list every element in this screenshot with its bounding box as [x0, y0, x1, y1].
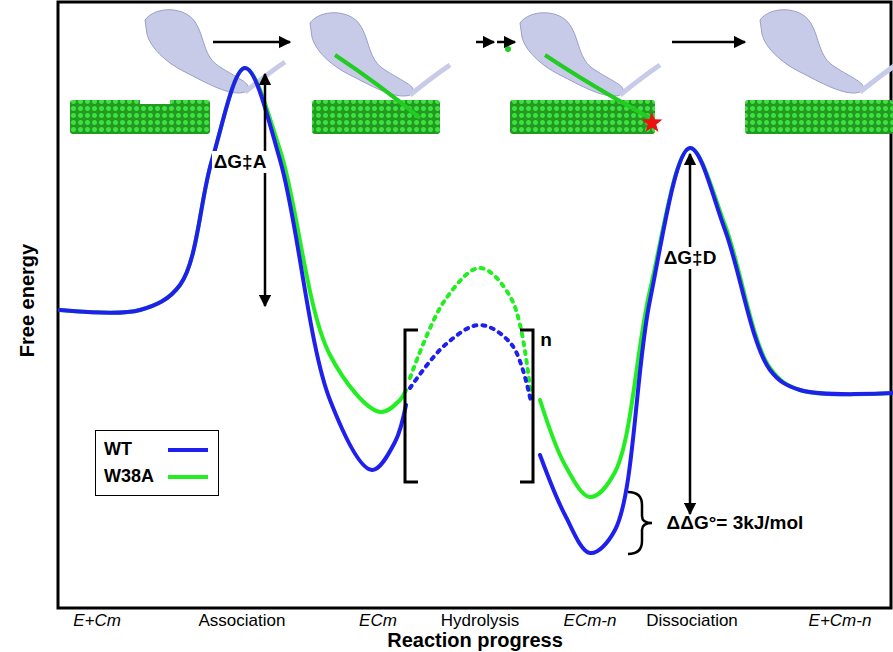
protein-blob — [760, 10, 863, 93]
protein-tail — [860, 62, 893, 92]
plot-frame — [58, 2, 891, 608]
energy-label: ΔG‡A — [212, 151, 269, 173]
legend-entry: W38A — [104, 463, 208, 490]
axis-state-label: Hydrolysis — [441, 611, 519, 631]
energy-curve — [540, 148, 893, 553]
difference-brace — [628, 492, 652, 554]
axis-state-label: ECm — [359, 611, 397, 631]
axis-title: Reaction progress — [387, 629, 563, 652]
protein-microtubule-pictures — [70, 10, 893, 134]
microtubule-notch — [140, 98, 170, 104]
step-arrow — [213, 41, 290, 44]
bracket-right — [520, 330, 533, 482]
legend-entry: WT — [104, 436, 208, 463]
protein-blob — [145, 10, 248, 93]
legend-text: W38A — [104, 463, 156, 490]
energy-curves — [60, 68, 893, 553]
energy-label: ΔG‡D — [662, 247, 719, 269]
step-arrow — [476, 41, 494, 44]
axis-state-label: E+Cm-n — [809, 611, 872, 631]
energy-label: n — [540, 329, 552, 351]
step-arrow — [497, 41, 515, 44]
protein-blob — [520, 13, 623, 96]
cleaved-fragment — [505, 46, 511, 52]
axis-state-label: Dissociation — [646, 611, 738, 631]
protein-blob — [310, 13, 413, 96]
energy-curve — [410, 268, 531, 398]
axis-state-label: E+Cm — [73, 611, 121, 631]
energy-curve — [60, 68, 406, 412]
protein-tail — [410, 65, 450, 95]
axis-state-label: Association — [199, 611, 286, 631]
barrier-arrow — [689, 154, 692, 514]
microtubule — [510, 100, 655, 134]
axis-state-label: ECm-n — [564, 611, 617, 631]
step-arrow — [672, 41, 745, 44]
axis-title: Free energy — [17, 243, 40, 356]
bracket-left — [405, 330, 418, 482]
legend-text: WT — [104, 436, 156, 463]
energy-curve — [60, 68, 406, 470]
legend-box: WTW38A — [95, 430, 219, 496]
microtubule — [70, 100, 210, 134]
microtubule — [745, 100, 893, 134]
energy-curve — [410, 325, 531, 402]
cleavage-star — [642, 112, 663, 132]
legend-line-sample — [168, 472, 208, 482]
tubulin-tail — [335, 55, 420, 118]
energy-label: ΔΔG°= 3kJ/mol — [667, 512, 804, 534]
protein-tail — [620, 65, 660, 95]
legend-line-sample — [168, 445, 208, 455]
barrier-arrow — [264, 74, 267, 306]
tubulin-tail — [545, 55, 650, 118]
